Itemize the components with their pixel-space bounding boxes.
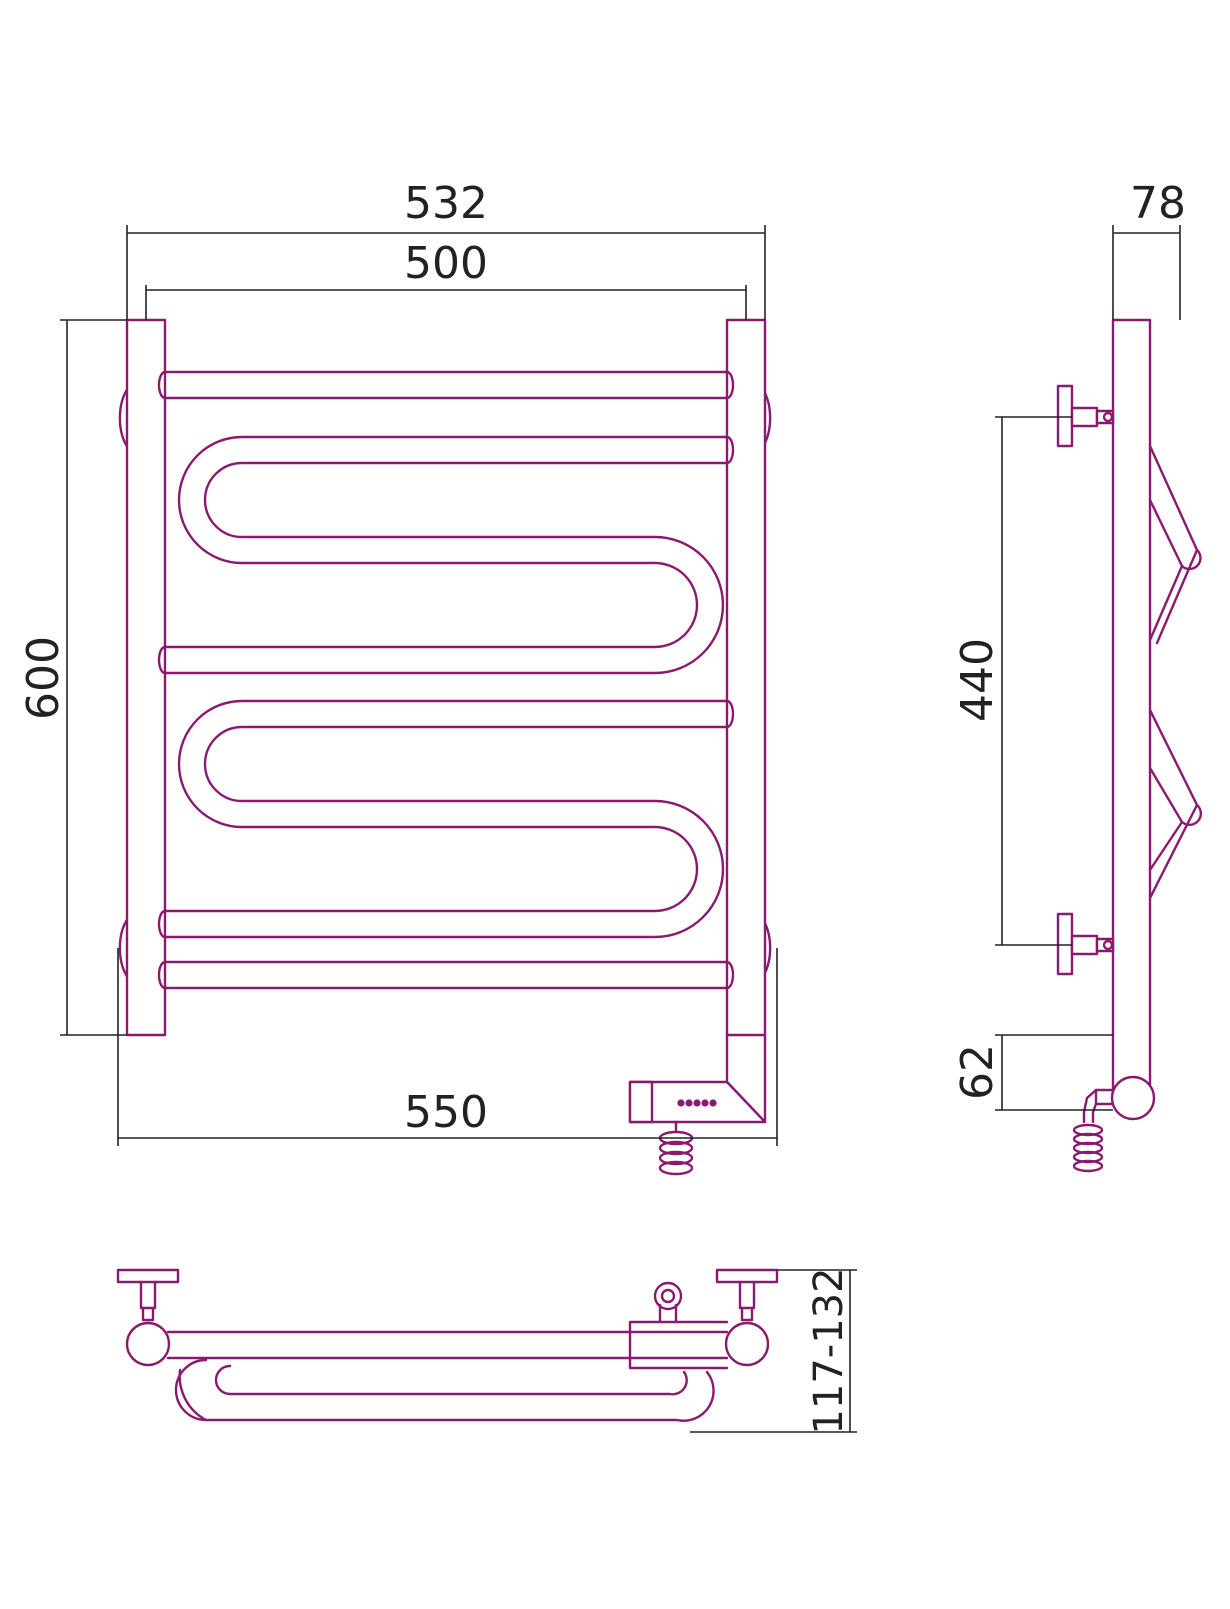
side-bracket-top	[1056, 384, 1115, 448]
side-rail-upper	[1148, 444, 1199, 645]
power-cord-coil	[658, 1120, 694, 1176]
left-collector	[125, 318, 167, 1037]
top-flange-left	[116, 1268, 180, 1284]
side-heater-end	[1110, 1075, 1156, 1121]
top-heater-knob	[653, 1281, 683, 1311]
dim-wall-clearance: 117-132	[806, 1267, 852, 1434]
bracket-disc-top-left	[118, 386, 130, 450]
dim-height: 600	[18, 636, 69, 720]
right-collector	[725, 318, 767, 1037]
dim-overall-width: 532	[404, 178, 488, 229]
top-collector-left	[125, 1321, 171, 1367]
side-rail-lower	[1148, 708, 1199, 900]
upper-serpentine-inner	[163, 461, 729, 675]
heater-indicator-dot	[677, 1099, 685, 1107]
top-rail	[163, 370, 729, 400]
top-heater-body	[628, 1320, 729, 1370]
dim-wall-bracket-width: 550	[404, 1087, 488, 1138]
side-bracket-bottom	[1056, 912, 1115, 976]
side-view	[1056, 318, 1202, 1173]
upper-serpentine-outer	[163, 435, 729, 649]
front-dimensions	[60, 225, 778, 1146]
dim-center-distance: 500	[404, 238, 488, 289]
bottom-rail	[163, 960, 729, 990]
side-dimensions	[995, 225, 1181, 1111]
side-collector	[1111, 318, 1152, 1097]
dim-heater-offset: 62	[952, 1044, 1003, 1100]
top-dimensions	[690, 1269, 857, 1433]
top-straight-rail	[166, 1330, 729, 1360]
side-power-cord-coil	[1072, 1123, 1104, 1173]
lower-serpentine-outer	[163, 699, 729, 913]
top-view	[116, 1268, 779, 1422]
top-collector-right	[724, 1321, 770, 1367]
heater-unit	[628, 1033, 767, 1124]
lower-serpentine-inner	[163, 725, 729, 939]
dim-bracket-spacing: 440	[952, 638, 1003, 722]
dim-depth: 78	[1130, 178, 1186, 229]
top-flange-right	[715, 1268, 779, 1284]
bracket-disc-bottom-left	[118, 916, 130, 980]
front-view	[118, 318, 772, 1176]
